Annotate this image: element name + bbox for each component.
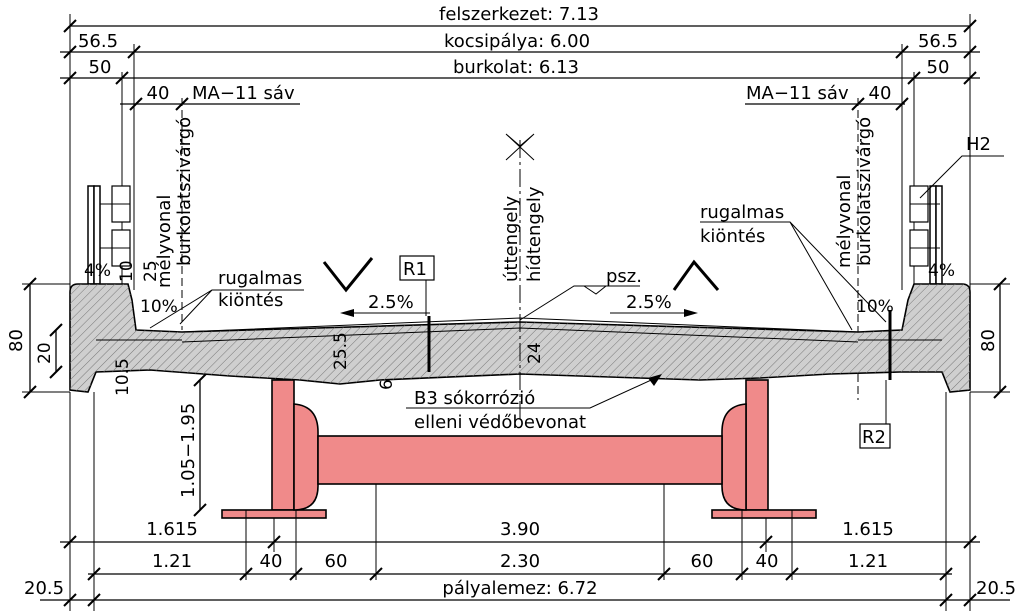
b-40-right: 40	[756, 551, 779, 572]
b-60-right: 60	[691, 551, 714, 572]
pct4-left-label: 4%	[84, 261, 111, 281]
h6-label: 6	[377, 379, 397, 390]
bridge-axis-label: hídtengely	[524, 186, 545, 282]
b-230: 2.30	[500, 551, 540, 572]
elastic-left-2: kiöntés	[218, 290, 283, 311]
right-205-label: 20.5	[976, 578, 1016, 599]
h80-left-label: 80	[6, 329, 27, 352]
slope-left-label: 2.5%	[368, 292, 414, 313]
b-60-left: 60	[325, 551, 348, 572]
r1-label: R1	[403, 259, 427, 280]
left-height-dims: 80 20 10.5	[6, 277, 133, 399]
pct10-left-label: 10%	[140, 297, 178, 317]
carriageway-label: kocsipálya: 6.00	[444, 31, 590, 52]
r2-label: R2	[862, 427, 886, 448]
road-axis-label: úttengely	[501, 195, 522, 282]
psz-label: psz.	[606, 266, 642, 287]
bottom-mid-390: 3.90	[500, 519, 540, 540]
arrow-right-icon	[684, 309, 698, 317]
girder-height-label: 1.05−1.95	[178, 403, 199, 498]
coating-line-1: B3 sókorrózió	[414, 388, 535, 409]
b-121-right: 1.21	[848, 551, 888, 572]
drain-left-label: burkolatszivárgó	[174, 117, 195, 266]
elastic-right-2: kiöntés	[700, 226, 765, 247]
pct10-right-label: 10%	[856, 297, 894, 317]
deep-drain-left-label: mélyvonal	[154, 195, 175, 288]
b-40-left: 40	[260, 551, 283, 572]
pct4-right-label: 4%	[928, 261, 955, 281]
elastic-right-1: rugalmas	[700, 202, 784, 223]
drain-right-label: burkolatszivárgó	[854, 117, 875, 266]
coating-line-2: elleni védőbevonat	[414, 412, 586, 433]
chevron-up-icon	[672, 259, 720, 291]
elastic-left-1: rugalmas	[218, 268, 302, 289]
h25-5-label: 25.5	[331, 332, 351, 370]
bottom-left-1615: 1.615	[146, 519, 198, 540]
h24-label: 24	[525, 342, 545, 364]
slope-right-label: 2.5%	[626, 292, 672, 313]
h20-label: 20	[35, 342, 55, 364]
pavement-label: burkolat: 6.13	[453, 57, 579, 78]
ma11-right-label: MA−11 sáv	[746, 83, 849, 104]
superstructure-label: felszerkezet: 7.13	[439, 4, 599, 25]
left-50-label: 50	[89, 57, 112, 78]
bottom-right-1615: 1.615	[842, 519, 894, 540]
bottom-dimensions: 1.615 3.90 1.615 1.21 40 60 2.30 60 40 1…	[24, 392, 1016, 611]
right-40-label: 40	[869, 83, 892, 104]
h10-label: 10	[117, 260, 137, 282]
left-205-label: 20.5	[24, 578, 64, 599]
chevron-down-icon	[322, 257, 374, 293]
left-guardrail	[87, 185, 131, 285]
left-40-label: 40	[147, 83, 170, 104]
right-50-label: 50	[927, 57, 950, 78]
deck-label: pályalemez: 6.72	[442, 578, 597, 599]
h80-right-label: 80	[978, 329, 999, 352]
right-height-dims: 80	[970, 277, 1010, 399]
right-56-label: 56.5	[918, 31, 958, 52]
h25-label: 25	[141, 260, 161, 282]
r1-box	[399, 255, 435, 281]
top-dimensions: felszerkezet: 7.13 56.5 kocsipálya: 6.00…	[60, 4, 980, 400]
b-121-left: 1.21	[152, 551, 192, 572]
arrow-left-icon	[340, 309, 354, 317]
r2-box	[859, 423, 891, 449]
h10-5-label: 10.5	[113, 358, 133, 396]
left-56-label: 56.5	[78, 31, 118, 52]
deep-drain-right-label: mélyvonal	[834, 175, 855, 268]
h2-label: H2	[966, 134, 991, 155]
steel-girders	[221, 379, 817, 519]
axis-symbol	[505, 133, 535, 161]
ma11-left-label: MA−11 sáv	[192, 83, 295, 104]
